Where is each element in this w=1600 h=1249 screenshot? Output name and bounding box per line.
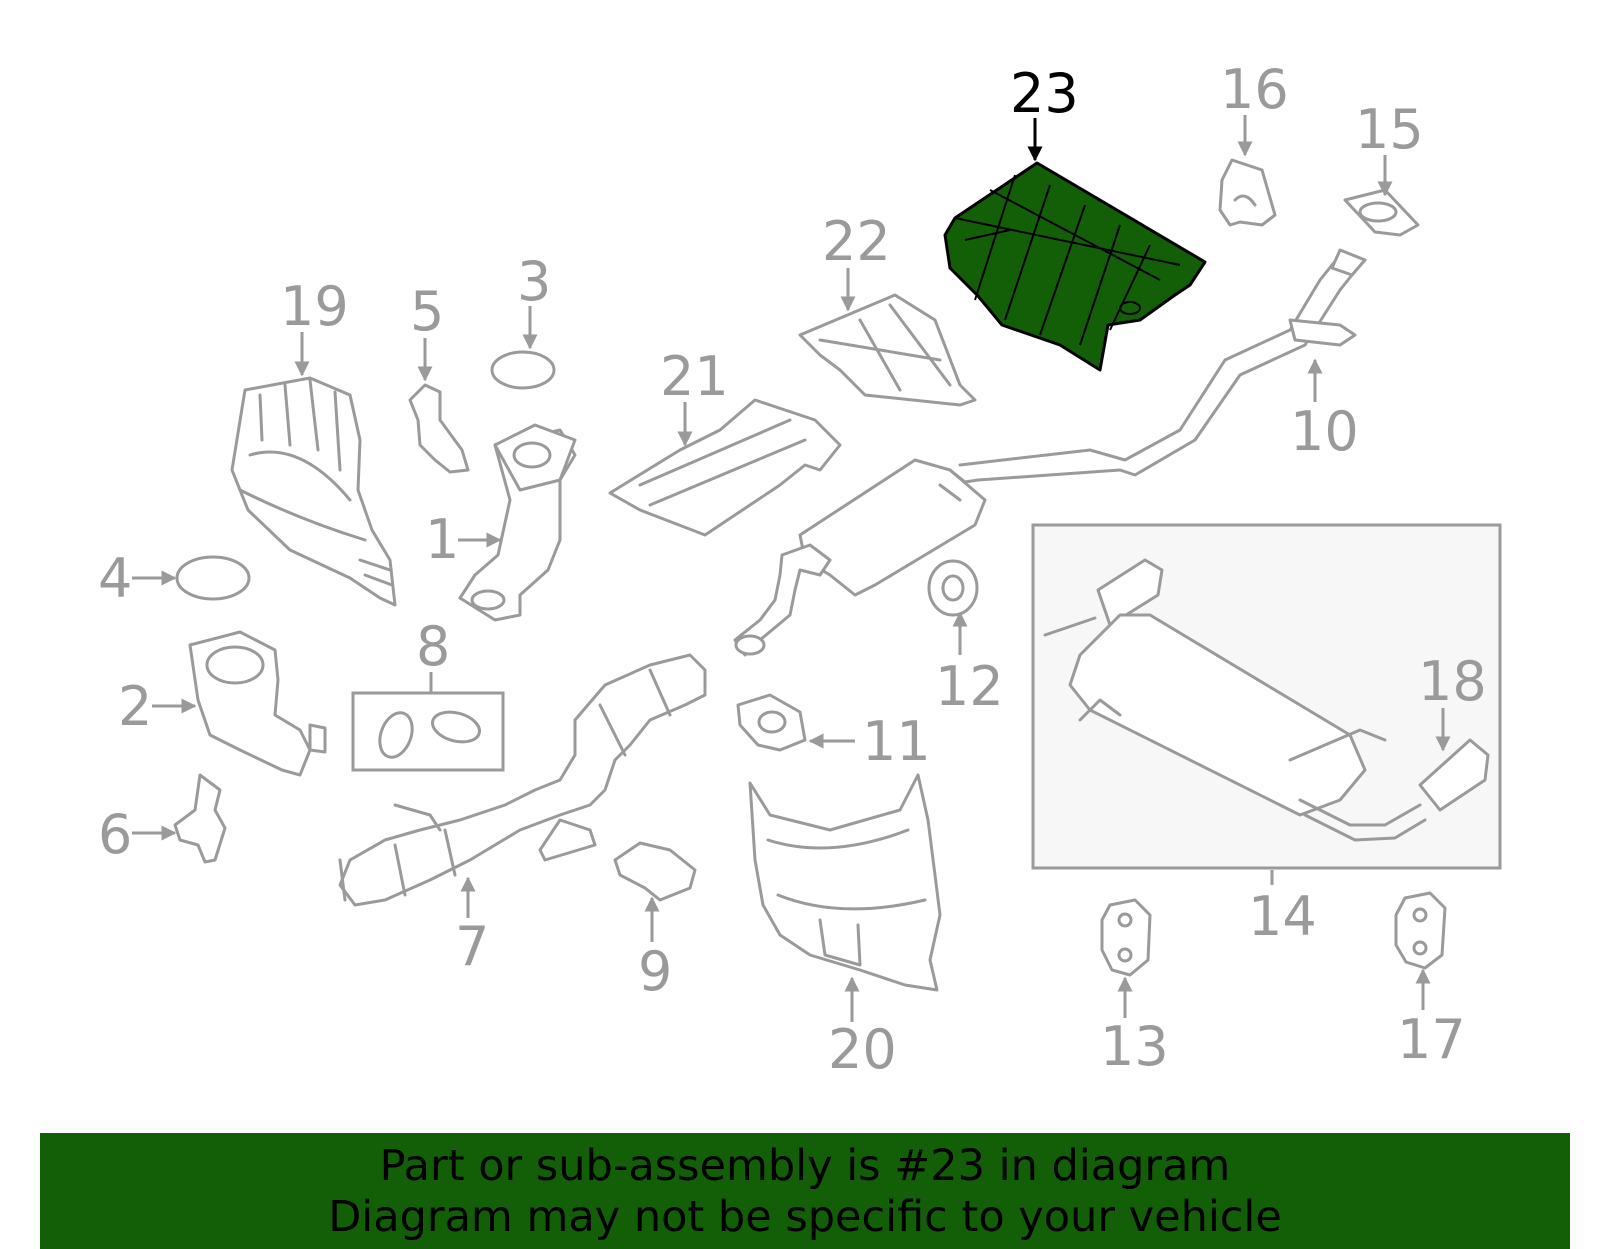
- svg-text:3: 3: [517, 250, 551, 313]
- part-11-gasket[interactable]: [736, 693, 807, 752]
- callout-22: 22: [822, 210, 891, 312]
- svg-text:13: 13: [1100, 1015, 1169, 1078]
- banner-line-1: Part or sub-assembly is #23 in diagram: [379, 1141, 1231, 1191]
- callout-19: 19: [280, 275, 349, 377]
- svg-text:12: 12: [935, 655, 1004, 718]
- part-23-heat-shield[interactable]: [943, 161, 1207, 372]
- svg-text:19: 19: [280, 275, 349, 338]
- svg-text:4: 4: [98, 547, 132, 610]
- svg-text:23: 23: [1010, 62, 1079, 125]
- svg-text:8: 8: [416, 615, 450, 678]
- callout-20: 20: [828, 976, 897, 1081]
- svg-text:15: 15: [1355, 98, 1424, 161]
- part-7-front-pipe[interactable]: [338, 653, 707, 907]
- part-16-hanger[interactable]: [1218, 158, 1277, 227]
- part-21-heat-shield[interactable]: [608, 398, 842, 537]
- part-8-gasket-set[interactable]: [351, 691, 505, 772]
- part-15-gasket[interactable]: [1343, 188, 1420, 237]
- svg-text:20: 20: [828, 1018, 897, 1081]
- part-20-heat-shield[interactable]: [748, 773, 942, 992]
- info-banner: Part or sub-assembly is #23 in diagram D…: [40, 1133, 1570, 1249]
- part-1-converter[interactable]: [458, 423, 577, 622]
- callout-17: 17: [1397, 968, 1466, 1071]
- callout-16: 16: [1220, 58, 1289, 157]
- part-2-converter[interactable]: [188, 630, 327, 777]
- part-10-pipe[interactable]: [958, 248, 1367, 482]
- callout-5: 5: [410, 280, 444, 382]
- part-6-bracket[interactable]: [173, 773, 227, 864]
- svg-text:18: 18: [1418, 650, 1487, 713]
- banner-line-2: Diagram may not be specific to your vehi…: [328, 1192, 1282, 1242]
- callout-18: 18: [1418, 650, 1487, 752]
- callout-6: 6: [98, 803, 177, 866]
- svg-text:11: 11: [862, 710, 931, 773]
- part-14-muffler-box[interactable]: [1031, 523, 1502, 870]
- part-13-hanger[interactable]: [1100, 898, 1152, 977]
- svg-text:7: 7: [455, 915, 489, 978]
- svg-text:14: 14: [1248, 885, 1317, 948]
- part-22-heat-shield[interactable]: [798, 293, 977, 407]
- callout-8: 8: [416, 615, 450, 693]
- part-9-hanger[interactable]: [613, 841, 697, 902]
- part-resonator-assembly[interactable]: [733, 458, 987, 657]
- callout-23: 23: [1010, 62, 1079, 162]
- callout-7: 7: [455, 876, 489, 978]
- callout-10: 10: [1290, 358, 1359, 463]
- svg-text:5: 5: [410, 280, 444, 343]
- callout-14: 14: [1248, 870, 1317, 948]
- svg-text:22: 22: [822, 210, 891, 273]
- callout-11: 11: [808, 710, 931, 773]
- svg-text:10: 10: [1290, 400, 1359, 463]
- part-5-bracket[interactable]: [408, 383, 470, 474]
- svg-text:17: 17: [1397, 1008, 1466, 1071]
- callout-3: 3: [517, 250, 551, 350]
- callout-9: 9: [638, 896, 672, 1003]
- part-19-heat-shield[interactable]: [230, 376, 397, 607]
- callout-13: 13: [1100, 976, 1169, 1078]
- part-17-hanger[interactable]: [1394, 891, 1447, 970]
- callout-2: 2: [118, 675, 197, 738]
- svg-text:9: 9: [638, 940, 672, 1003]
- svg-text:16: 16: [1220, 58, 1289, 121]
- svg-text:21: 21: [660, 345, 729, 408]
- callout-15: 15: [1355, 98, 1424, 197]
- callout-1: 1: [425, 508, 502, 571]
- part-3-gasket[interactable]: [490, 350, 556, 390]
- callout-12: 12: [935, 611, 1004, 718]
- callout-4: 4: [98, 547, 177, 610]
- part-4-gasket[interactable]: [175, 555, 251, 601]
- part-12-hanger[interactable]: [927, 559, 979, 617]
- svg-text:2: 2: [118, 675, 152, 738]
- svg-text:1: 1: [425, 508, 459, 571]
- svg-text:6: 6: [98, 803, 132, 866]
- callout-21: 21: [660, 345, 729, 447]
